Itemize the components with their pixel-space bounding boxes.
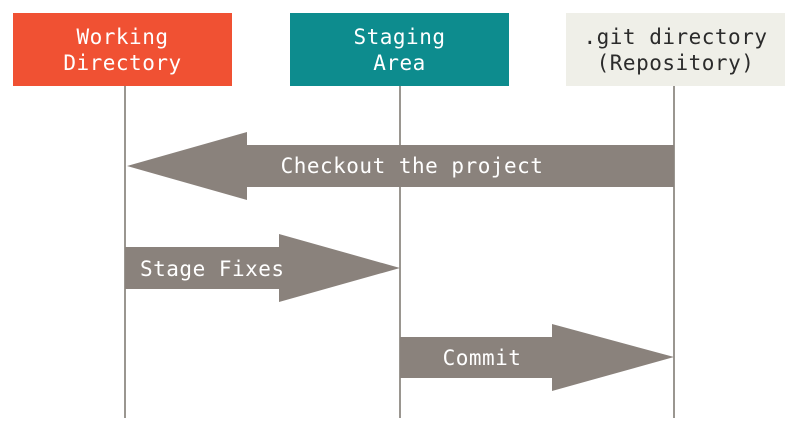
staging-area-label-line2: Area bbox=[373, 50, 426, 75]
working-directory-label-line1: Working bbox=[76, 24, 169, 49]
commit-arrow bbox=[400, 324, 674, 391]
working-directory-label-line2: Directory bbox=[63, 50, 182, 75]
working-directory-box: Working Directory bbox=[13, 13, 232, 86]
repository-box: .git directory (Repository) bbox=[566, 13, 785, 86]
commit-arrow-label: Commit bbox=[443, 346, 522, 370]
staging-area-label-line1: Staging bbox=[353, 24, 446, 49]
stage-fixes-arrow-label: Stage Fixes bbox=[140, 257, 285, 281]
checkout-arrow bbox=[127, 132, 674, 200]
stage-fixes-arrow bbox=[125, 234, 400, 302]
staging-area-box: Staging Area bbox=[290, 13, 509, 86]
checkout-arrow-label: Checkout the project bbox=[281, 154, 544, 178]
repository-label-line2: (Repository) bbox=[596, 50, 755, 75]
repository-label-line1: .git directory bbox=[583, 24, 768, 49]
